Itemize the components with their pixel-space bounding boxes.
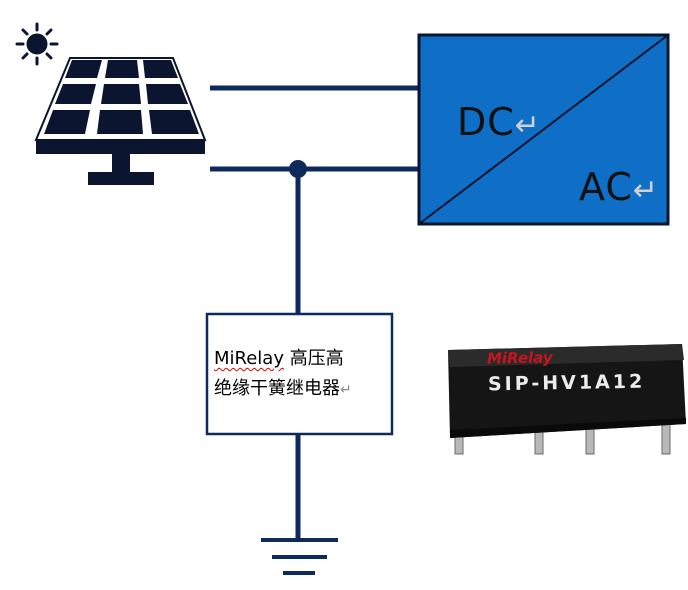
return-mark-icon: ↵ [514,108,541,143]
ac-label: AC↵ [579,165,660,209]
dc-label: DC↵ [457,100,541,144]
relay-label-line2: 绝缘干簧继电器↵ [214,378,352,399]
solar-panel-icon [34,57,207,185]
dc-ac-converter [417,33,670,226]
chip-brand-text: MiRelay [486,348,553,368]
relay-chip-image [448,344,686,455]
sun-icon [15,22,59,66]
return-mark-icon: ↵ [632,173,660,208]
return-mark-icon: ↵ [340,382,352,398]
relay-box-label: MiRelay 高压高 绝缘干簧继电器↵ [214,344,390,405]
relay-label-line1: MiRelay 高压高 [214,348,344,369]
junction-dot [289,160,307,178]
chip-model-text: SIP-HV1A12 [487,370,646,396]
ground-symbol [261,538,338,575]
relay-box [205,312,394,436]
wiring [210,85,418,538]
